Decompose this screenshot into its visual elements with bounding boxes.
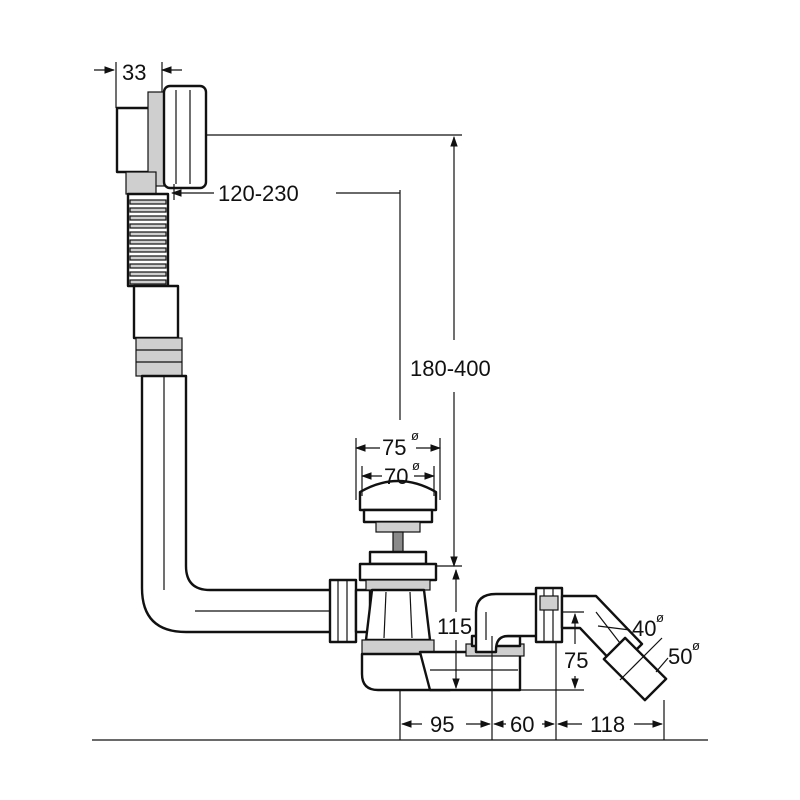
dim-outer-diameter-symbol: ø xyxy=(411,428,419,443)
hose-rib xyxy=(129,271,167,277)
dim-outlet-angle-diameter-symbol: ø xyxy=(656,610,664,625)
hose-rib xyxy=(129,215,167,221)
flexible-hose xyxy=(126,192,183,377)
dim-height-range: 180-400 xyxy=(410,356,491,381)
dim-outer-diameter: 75 xyxy=(382,435,406,460)
dim-outlet-height: 75 xyxy=(564,648,588,673)
hose-rib xyxy=(129,263,167,269)
dimension-lines xyxy=(92,62,708,741)
hose-rib xyxy=(129,279,167,285)
dim-offset-b: 60 xyxy=(510,712,534,737)
dim-outlet-end-diameter: 50 xyxy=(668,644,692,669)
dim-overflow-width: 33 xyxy=(122,60,146,85)
dimension-labels: 33 120-230 180-400 75 ø 70 ø 115 75 40 ø… xyxy=(122,60,700,737)
drain-waste-body xyxy=(358,479,452,692)
hose-rib xyxy=(129,247,167,253)
dim-offset-a: 95 xyxy=(430,712,454,737)
hose-rib xyxy=(129,255,167,261)
dim-trap-height: 115 xyxy=(437,614,472,639)
dim-outlet-angle-diameter: 40 xyxy=(632,616,656,641)
overflow-head xyxy=(115,84,208,195)
dim-inner-diameter-symbol: ø xyxy=(412,458,420,473)
hose-rib xyxy=(129,239,167,245)
union-nut xyxy=(328,578,372,644)
hose-rib xyxy=(129,231,167,237)
hose-rib xyxy=(129,199,167,205)
dim-horizontal-offset: 120-230 xyxy=(218,181,299,206)
trap-bottom xyxy=(418,634,525,692)
dim-inner-diameter: 70 xyxy=(384,464,408,489)
hose-rib xyxy=(129,223,167,229)
dim-outlet-end-diameter-symbol: ø xyxy=(692,638,700,653)
hose-rib xyxy=(129,207,167,213)
dim-offset-c: 118 xyxy=(590,712,625,737)
overflow-pipe xyxy=(140,374,334,634)
